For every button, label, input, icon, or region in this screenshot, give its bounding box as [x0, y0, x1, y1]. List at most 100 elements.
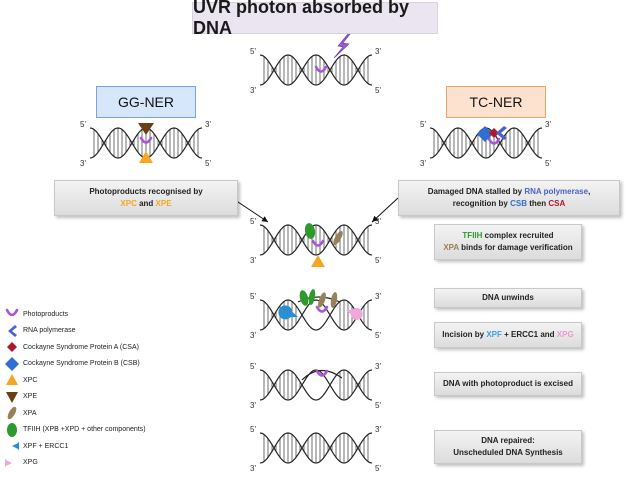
label-3prime-right: 3' — [205, 120, 211, 129]
and-text: and — [136, 199, 156, 208]
tfiih-rest1: complex recruited — [482, 231, 554, 240]
photoproduct-excised — [315, 369, 329, 377]
legend-label: Photoproducts — [23, 310, 69, 318]
xpa-text: XPA — [443, 243, 459, 252]
gg-ner-label: GG-NER — [118, 94, 174, 110]
label-3prime-right: 3' — [375, 47, 381, 56]
photoproduct-tfiih — [311, 239, 325, 247]
legend-label: XPA — [23, 409, 37, 417]
xpg-protein — [346, 308, 363, 320]
xpa-protein-2b — [330, 292, 338, 308]
unwind-text: DNA unwinds — [482, 293, 534, 302]
incision-line: Incision by XPF + ERCC1 and XPG — [442, 329, 573, 341]
csa-protein-tc — [489, 128, 499, 138]
label-3prime-right: 3' — [545, 120, 551, 129]
dna-helix-repaired: 5'3'3'5' — [250, 425, 381, 473]
dna-helix-excised: 5' 3' 3' 5' — [250, 362, 381, 410]
csa-icon — [4, 340, 20, 354]
strand-top — [259, 369, 373, 401]
label-3prime-left: 3' — [80, 159, 86, 168]
xpc-protein-1 — [311, 255, 325, 267]
tc-ner-box: TC-NER — [446, 86, 546, 118]
tc-recognition-line2: recognition by CSB then CSA — [453, 198, 565, 210]
strand-top — [259, 299, 373, 331]
legend-item: RNA polymerase — [4, 323, 204, 340]
csb-text: CSB — [510, 199, 527, 208]
tfiih-protein-2 — [299, 290, 309, 306]
excised-fragment — [301, 369, 343, 381]
repaired-line1: DNA repaired: — [481, 436, 535, 445]
dna-helix-top: 5'3'3'5' — [250, 47, 381, 95]
legend-item: Photoproducts — [4, 306, 204, 323]
label-5prime-left: 5' — [250, 47, 256, 56]
strand-bottom — [259, 369, 373, 401]
tfiih-line1: TFIIH complex recruited — [462, 230, 553, 242]
tc-text-a: Damaged DNA stalled by — [427, 187, 525, 196]
arrow-tc-to-center — [371, 197, 399, 223]
tfiih-line2: XPA binds for damage verification — [443, 242, 572, 254]
legend-item: TFIIH (XPB +XPD + other components) — [4, 422, 204, 439]
rna-polymerase-tc — [496, 126, 507, 140]
label-5prime-right: 5' — [375, 331, 381, 340]
label-3prime-left: 3' — [250, 401, 256, 410]
label-5prime-left: 5' — [80, 120, 86, 129]
photoproduct-unwind — [315, 305, 329, 313]
label-5prime-right: 5' — [375, 256, 381, 265]
gg-recognition-line1: Photoproducts recognised by — [89, 187, 203, 196]
xpc-text: XPC — [120, 199, 137, 208]
tc-ner-label: TC-NER — [469, 94, 523, 110]
legend-item: XPG — [4, 455, 204, 472]
legend-label: XPE — [23, 393, 38, 401]
legend-label: XPC — [23, 376, 38, 384]
unwind-step-box: DNA unwinds — [434, 288, 582, 308]
arrow-gg-to-center — [231, 197, 269, 223]
xpc-protein-gg — [139, 151, 153, 163]
tc-text-d: then — [527, 199, 549, 208]
rna-polymerase-icon — [4, 324, 20, 338]
tfiih-step-box: TFIIH complex recruited XPA binds for da… — [434, 224, 582, 260]
label-5prime-left: 5' — [420, 120, 426, 129]
xpe-icon — [4, 390, 20, 404]
xpg-text: XPG — [556, 330, 574, 339]
label-5prime-left: 5' — [250, 292, 256, 301]
label-5prime-right: 5' — [205, 159, 211, 168]
legend-label: Cockayne Syndrome Protein B (CSB) — [23, 360, 140, 368]
legend-item: XPC — [4, 372, 204, 389]
photoproduct-icon — [4, 307, 20, 321]
xpg-icon — [4, 456, 20, 470]
legend-item: XPF + ERCC1 — [4, 438, 204, 455]
tc-text-b: , — [588, 187, 591, 196]
tfiih-protein-1 — [304, 223, 316, 239]
dna-helix-tfiih: 5'3'3'5' — [250, 217, 381, 265]
legend-item: XPE — [4, 389, 204, 406]
photoproduct-tc — [487, 137, 501, 145]
label-3prime-right: 3' — [375, 362, 381, 371]
csa-text: CSA — [548, 199, 566, 208]
xpe-text: XPE — [155, 199, 172, 208]
label-5prime-right: 5' — [375, 86, 381, 95]
tfiih-icon — [4, 422, 20, 437]
legend-label: TFIIH (XPB +XPD + other components) — [23, 426, 146, 434]
dna-helix-gg: 5' 3' 3' 5' — [80, 120, 211, 168]
incision-mid: + ERCC1 and — [501, 330, 557, 339]
label-3prime-left: 3' — [420, 159, 426, 168]
title-text: UVR photon absorbed by DNA — [193, 0, 409, 38]
tfiih-protein-2b — [308, 289, 316, 305]
label-5prime-left: 5' — [250, 362, 256, 371]
repaired-step-box: DNA repaired: Unscheduled DNA Synthesis — [434, 430, 582, 464]
xpa-icon — [4, 406, 20, 420]
legend-item: Cockayne Syndrome Protein B (CSB) — [4, 356, 204, 373]
legend-item: XPA — [4, 405, 204, 422]
legend-label: XPF + ERCC1 — [23, 442, 69, 450]
legend-label: RNA polymerase — [23, 327, 76, 335]
tfiih-text: TFIIH — [462, 231, 483, 240]
label-5prime-left: 5' — [250, 425, 256, 434]
incision-step-box: Incision by XPF + ERCC1 and XPG — [434, 322, 582, 348]
tc-recognition-line1: Damaged DNA stalled by RNA polymerase, — [428, 186, 591, 198]
label-5prime-right: 5' — [375, 464, 381, 473]
legend-item: Cockayne Syndrome Protein A (CSA) — [4, 339, 204, 356]
xpf-ercc1-protein — [278, 305, 298, 320]
label-5prime-right: 5' — [375, 401, 381, 410]
